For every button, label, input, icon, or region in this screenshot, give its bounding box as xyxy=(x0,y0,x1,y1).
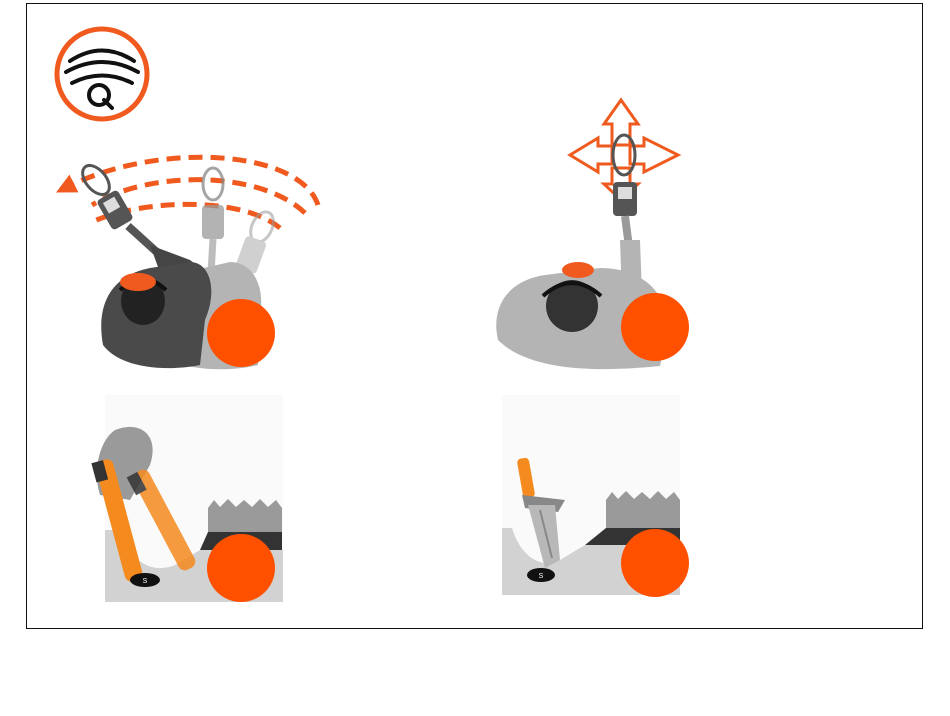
operator-cap xyxy=(120,273,156,291)
grass-clump xyxy=(606,500,680,528)
step-badge-1 xyxy=(207,299,275,367)
step-badge-2 xyxy=(621,293,689,361)
step-badge-3 xyxy=(207,534,275,602)
grass-clump xyxy=(208,508,282,532)
coin-target: S xyxy=(527,568,555,582)
svg-text:S: S xyxy=(539,573,544,580)
sweep-scene xyxy=(65,157,318,369)
operator-cap xyxy=(562,262,594,278)
svg-text:S: S xyxy=(143,578,148,585)
signal-q-icon xyxy=(57,29,147,119)
pinpoint-scene xyxy=(496,100,689,369)
step-badge-4 xyxy=(621,529,689,597)
coin-target: S xyxy=(130,573,160,587)
dig-scene: S xyxy=(502,395,689,597)
probe-scene: S xyxy=(91,395,283,602)
